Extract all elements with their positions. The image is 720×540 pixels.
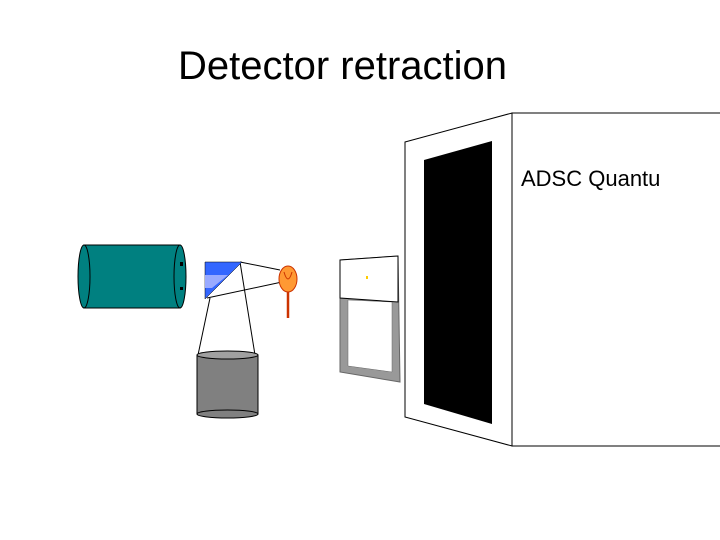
dewar	[196, 350, 259, 419]
detector-label: ADSC Quantu	[521, 166, 661, 191]
mirror-wedge	[204, 261, 243, 300]
beam-paths	[197, 261, 283, 356]
crystal-sample	[278, 265, 298, 318]
beamstop-frame	[339, 255, 401, 383]
detector-box	[404, 112, 720, 447]
xray-source	[77, 244, 187, 309]
slide-title: Detector retraction	[178, 44, 508, 88]
